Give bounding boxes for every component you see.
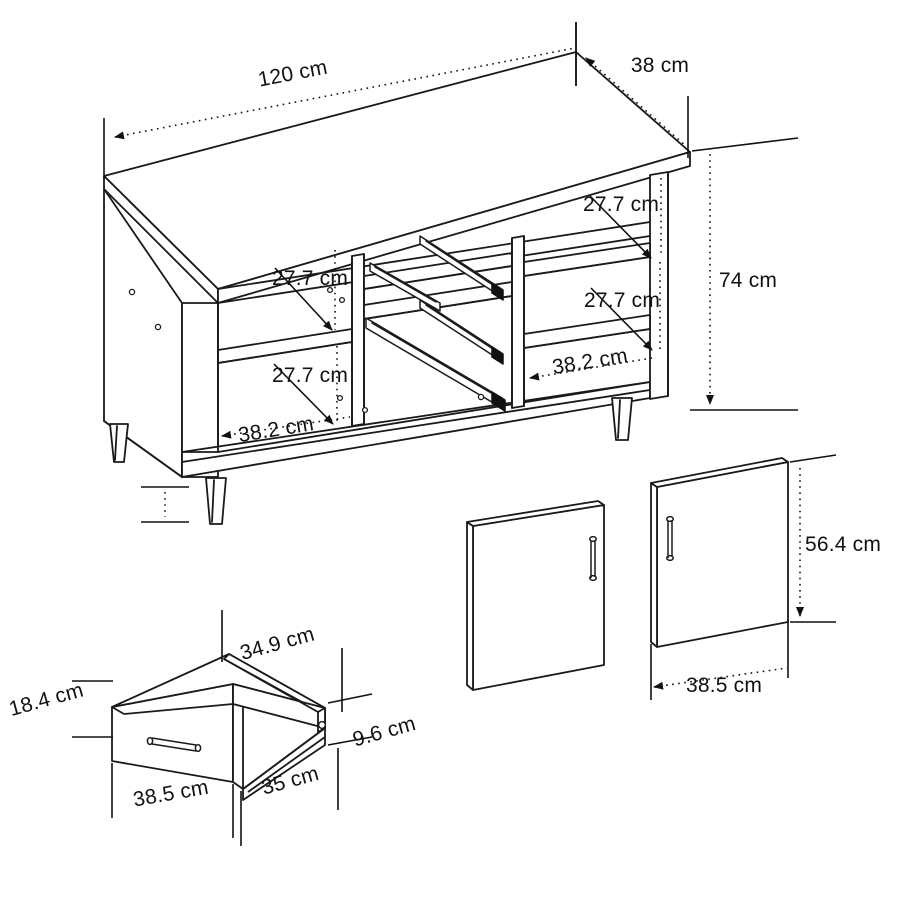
drawer-slide-rail-upper-rear: [419, 235, 504, 301]
dimension-door-height: [789, 454, 837, 623]
label-overall-height: 74 cm: [719, 269, 777, 292]
label-overall-width: 120 cm: [256, 56, 329, 92]
dimension-drawer-depth: [240, 748, 339, 846]
dimension-right-shelf-upper: [589, 178, 662, 259]
label-drawer-front-height: 18.4 cm: [7, 678, 86, 721]
drawer-slide-rail-lower: [365, 317, 506, 412]
label-right-shelf-upper: 27.7 cm: [583, 193, 659, 216]
dimension-drawer-side-height: [327, 693, 373, 746]
dimension-overall-depth: [575, 22, 689, 158]
cabinet-isometric-view: [103, 51, 691, 525]
dimension-drawer-interior-width: [221, 610, 343, 712]
cabinet-leg-rear-left: [109, 423, 129, 463]
drawer-slide-stud: [317, 720, 327, 730]
cabinet-top-panel: [103, 51, 691, 304]
dimension-right-bay-width: [529, 357, 653, 381]
dimension-right-shelf-lower: [590, 262, 661, 352]
door-panel-right: [650, 457, 789, 648]
label-drawer-interior-width: 34.9 cm: [238, 622, 317, 665]
door-handle-right: [666, 515, 674, 562]
dimension-drawer-front-width: [111, 763, 234, 838]
dimension-overall-height: [690, 137, 799, 411]
label-left-shelf-lower: 27.7 cm: [272, 364, 348, 387]
label-overall-depth: 38 cm: [631, 54, 689, 77]
center-bay-dowel-hole: [477, 393, 485, 401]
door-panel-left: [466, 500, 605, 691]
left-bay-dowel-holes: [326, 286, 369, 414]
door-panels-group: [466, 457, 789, 691]
label-right-bay-width: 38.2 cm: [551, 344, 630, 379]
cabinet-right-side-panel: [649, 171, 669, 400]
left-bay: [217, 253, 365, 453]
dimension-left-shelf-lower: [273, 346, 338, 425]
label-left-shelf-upper: 27.7 cm: [272, 267, 348, 290]
label-door-width: 38.5 cm: [686, 674, 762, 697]
label-right-shelf-lower: 27.7 cm: [584, 289, 660, 312]
label-drawer-front-width: 38.5 cm: [131, 776, 210, 812]
drawer-slide-rail-mid: [419, 299, 504, 365]
leg-reference-marks: [141, 486, 189, 523]
dimension-drawer-front-height: [72, 680, 113, 738]
cabinet-leg-right: [611, 397, 633, 441]
left-panel-dowel-holes: [128, 288, 162, 331]
label-drawer-side-height: 9.6 cm: [350, 712, 418, 751]
drawer-handle: [146, 736, 202, 753]
right-bay: [523, 242, 651, 349]
drawer-box-view: [111, 653, 327, 801]
label-door-height: 56.4 cm: [805, 533, 881, 556]
cabinet-leg-front-left: [205, 477, 227, 525]
dimension-left-shelf-upper: [274, 250, 336, 331]
door-handle-left: [589, 535, 597, 582]
drawer-slide-rail-upper-front: [369, 262, 441, 312]
dimension-door-width: [650, 620, 789, 700]
